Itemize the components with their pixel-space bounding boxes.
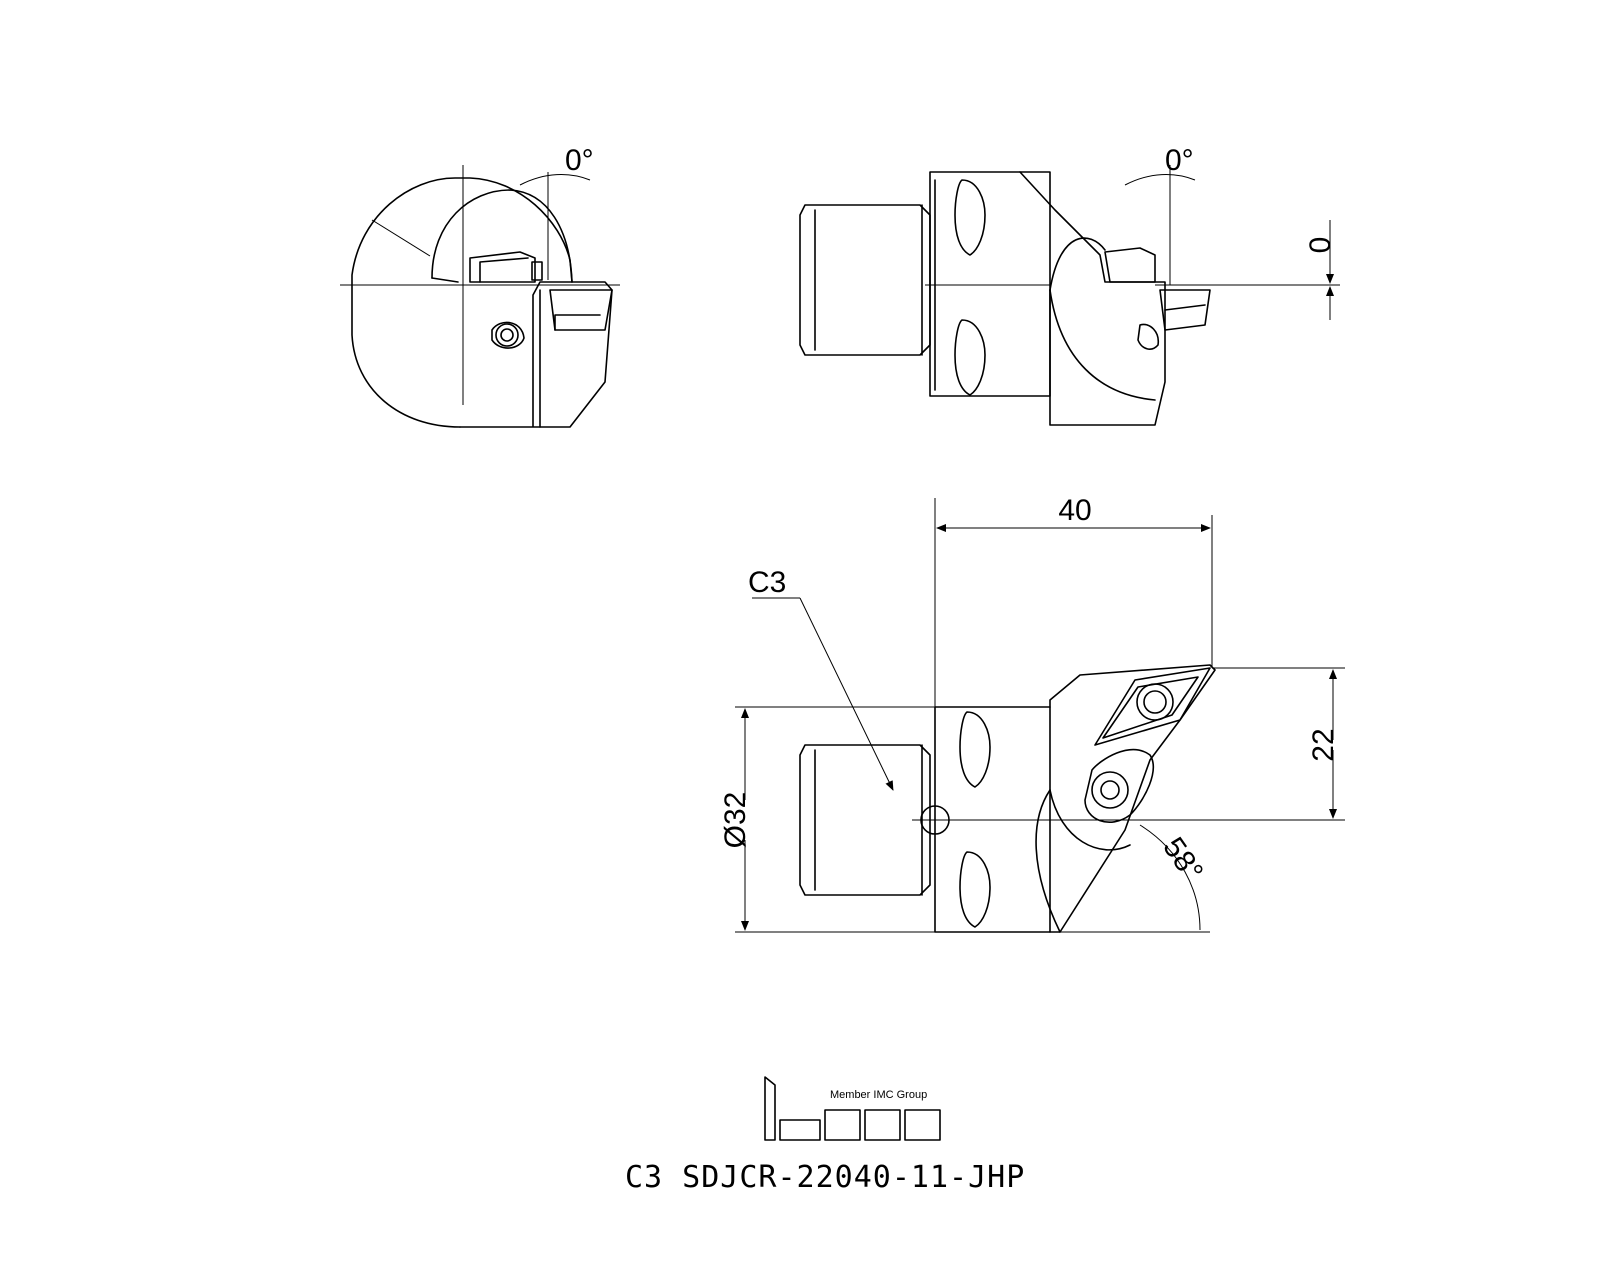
part-number: C3 SDJCR-22040-11-JHP xyxy=(625,1160,1025,1195)
iscar-logo: Member IMC Group xyxy=(764,1076,941,1141)
front-view: 0° 0 xyxy=(799,144,1340,426)
logo-tagline: Member IMC Group xyxy=(830,1089,927,1101)
front-view-angle-label: 0° xyxy=(1165,144,1194,177)
dim-length-40: 40 xyxy=(1058,494,1091,527)
dim-diameter-32: Ø32 xyxy=(719,792,752,849)
end-view: 0° xyxy=(340,144,620,428)
dim-angle-58: 58° xyxy=(1156,832,1209,888)
dim-height-22: 22 xyxy=(1307,728,1340,761)
callout-c3: C3 xyxy=(748,566,786,599)
front-view-offset-label: 0 xyxy=(1304,237,1337,254)
end-view-angle-label: 0° xyxy=(565,144,594,177)
top-view: 40 22 Ø32 58° C3 xyxy=(719,494,1345,933)
